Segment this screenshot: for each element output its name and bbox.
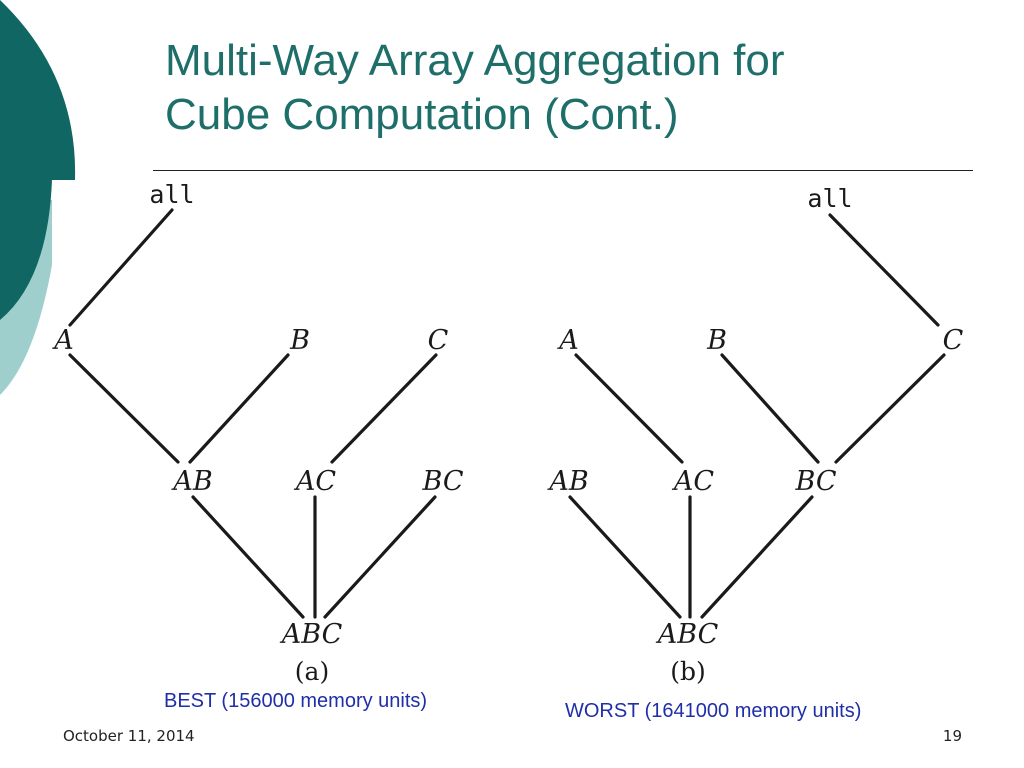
node-a-BC: BC [421, 466, 463, 497]
edge-a-BC-ABC [323, 495, 437, 619]
edge-b-BC-ABC [700, 495, 814, 619]
diagram-a-sublabel: (a) [295, 657, 329, 686]
title-divider [153, 170, 973, 171]
title-line-2: Cube Computation (Cont.) [165, 90, 679, 139]
node-b-all: all [807, 184, 852, 213]
node-b-BC: BC [794, 466, 836, 497]
title-line-1: Multi-Way Array Aggregation for [165, 36, 785, 85]
node-b-ABC: ABC [655, 619, 719, 650]
caption-worst: WORST (1641000 memory units) [565, 700, 862, 722]
edge-a-A-AB [68, 353, 180, 464]
node-a-AB: AB [170, 466, 212, 497]
node-a-A: A [51, 325, 74, 356]
edge-b-A-AC [574, 353, 684, 464]
slide-decoration [0, 0, 76, 395]
node-b-AB: AB [546, 466, 588, 497]
node-b-AC: AC [671, 466, 714, 497]
node-a-all: all [149, 180, 194, 209]
node-a-ABC: ABC [279, 619, 343, 650]
page-number: 19 [942, 727, 962, 745]
edge-a-B-AB [188, 353, 290, 464]
edge-a-C-AC [330, 353, 438, 464]
lattice-diagram-b: all A B C AB AC BC ABC (b) [546, 184, 963, 686]
edge-b-all-C [828, 213, 940, 327]
edge-b-AB-ABC [568, 495, 682, 619]
edge-b-C-BC [834, 353, 946, 464]
footer-date: October 11, 2014 [63, 727, 195, 745]
node-b-A: A [556, 325, 579, 356]
slide-title: Multi-Way Array Aggregation for Cube Com… [165, 34, 965, 142]
node-b-B: B [706, 325, 727, 356]
node-a-AC: AC [293, 466, 336, 497]
node-a-B: B [289, 325, 310, 356]
node-a-C: C [428, 325, 449, 356]
decoration-dark-arc [0, 0, 76, 320]
edge-a-all-A [68, 208, 174, 327]
caption-best: BEST (156000 memory units) [164, 690, 428, 712]
lattice-diagram-a: all A B C AB AC BC ABC (a) [51, 180, 464, 686]
edge-a-AB-ABC [191, 495, 305, 619]
node-b-C: C [943, 325, 964, 356]
diagram-b-sublabel: (b) [670, 657, 706, 686]
edge-b-B-BC [720, 353, 820, 464]
